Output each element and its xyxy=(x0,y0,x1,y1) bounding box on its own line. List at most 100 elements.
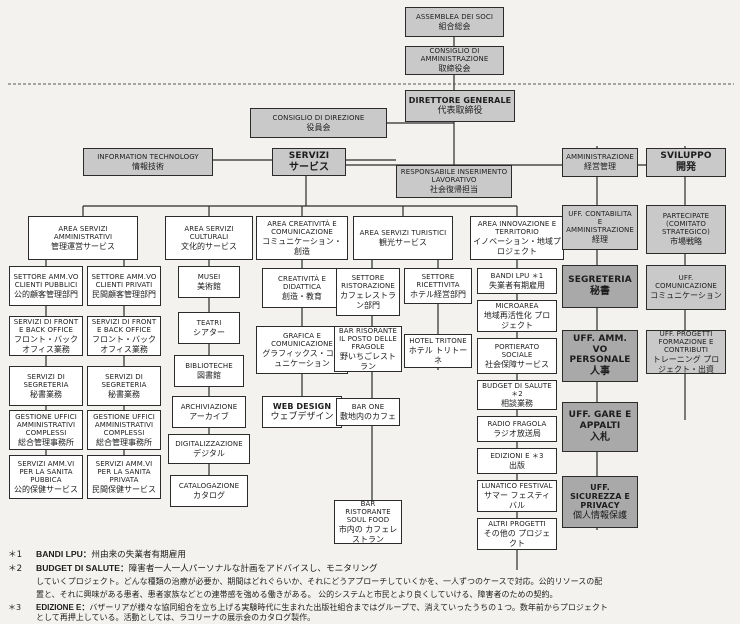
it-en: INFORMATION TECHNOLOGY xyxy=(97,152,199,161)
item-jp: 経理 xyxy=(592,235,608,245)
footnote-head: EDIZIONE E： xyxy=(36,603,90,612)
item-en: SERVIZI DI FRONT E BACK OFFICE xyxy=(13,318,79,335)
item-en: BUDGET DI SALUTE ＊2 xyxy=(482,381,552,398)
area-tur-box: AREA SERVIZI TURISTICI 観光サービス xyxy=(353,216,453,260)
item-en: BANDI LPU ＊1 xyxy=(490,271,544,280)
item-en: BIBLIOTECHE xyxy=(185,361,233,370)
item-en: UFF. PROGETTI FORMAZIONE E CONTRIBUTI xyxy=(658,330,714,355)
item-jp: 敷地内のカフェ xyxy=(340,411,396,421)
item-jp: サマー フェスティバル xyxy=(483,491,551,510)
item-en: SERVIZI DI FRONT E BACK OFFICE xyxy=(91,318,157,335)
area-amm-jp: 管理運営サービス xyxy=(51,241,115,251)
item-en: RADIO FRAGOLA xyxy=(487,419,547,428)
area-innov-box: AREA INNOVAZIONE E TERRITORIO イノベーション・地域… xyxy=(470,216,564,260)
item-jp: 創造・教育 xyxy=(282,291,322,301)
it-jp: 情報技術 xyxy=(132,161,164,171)
item-jp: 美術館 xyxy=(197,281,221,291)
item-en: BAR RISTORANTE SOUL FOOD xyxy=(345,500,391,525)
item-en: CATALOGAZIONE xyxy=(178,481,240,490)
direttore-en: DIRETTORE GENERALE xyxy=(408,95,512,105)
item-jp: 総合管理事務所 xyxy=(18,437,74,447)
item-jp: 市内の カフェレストラン xyxy=(338,525,398,544)
amministrazione-box: AMMINISTRAZIONE 経営管理 xyxy=(562,148,638,177)
consiglio-dir-en: CONSIGLIO DI DIREZIONE xyxy=(272,113,365,122)
item-en: ALTRI PROGETTI xyxy=(488,520,546,529)
item-jp: 民間顧客管理部門 xyxy=(92,289,156,299)
item-en: WEB DESIGN xyxy=(272,401,332,411)
item-en: SERVIZI AMM.VI PER LA SANITA PRIVATA xyxy=(95,459,153,484)
area-cult-box: AREA SERVIZI CULTURALI 文化的サービス xyxy=(165,216,253,260)
direttore-box: DIRETTORE GENERALE 代表取締役 xyxy=(405,90,515,122)
item-jp: ラジオ放送局 xyxy=(493,428,541,438)
item-jp: 市場戦略 xyxy=(670,237,702,247)
item-en: BAR ONE xyxy=(351,402,385,411)
item-jp: フロント・バック オフィス業務 xyxy=(92,335,156,354)
assemblea-box: ASSEMBLEA DEI SOCI 組合総会 xyxy=(405,7,504,37)
item-jp: 総合管理事務所 xyxy=(96,437,152,447)
area-creat-jp: コミュニケーション・創造 xyxy=(262,237,342,256)
item-jp: 個人情報保護 xyxy=(572,511,627,522)
item-jp: 秘書 xyxy=(590,286,610,298)
item-jp: デジタル xyxy=(193,448,225,458)
area-innov-en: AREA INNOVAZIONE E TERRITORIO xyxy=(477,220,557,237)
item-en: BAR RISORANTE IL POSTO DELLE FRAGOLE xyxy=(338,327,398,352)
item-jp: 失業者有期雇用 xyxy=(489,280,545,290)
item-en: SERVIZI AMM.VI PER LA SANITA PUBBICA xyxy=(17,459,75,484)
amministrazione-en: AMMINISTRAZIONE xyxy=(566,153,634,162)
footnote-mark: ＊2 xyxy=(8,564,23,574)
item-en: MUSEI xyxy=(197,272,221,281)
amm-right-item: GESTIONE UFFICI AMMINISTRATIVI COMPLESSI… xyxy=(87,410,161,450)
item-en: SETTORE AMM.VO CLIENTI PRIVATI xyxy=(91,272,157,289)
footnote-mark: ＊3 xyxy=(8,603,22,612)
item-en: GESTIONE UFFICI AMMINISTRATIVI COMPLESSI xyxy=(15,412,77,437)
responsabile-jp: 社会復帰担当 xyxy=(430,185,478,195)
sviluppo-jp: 開発 xyxy=(676,162,696,174)
assemblea-en: ASSEMBLEA DEI SOCI xyxy=(415,12,494,21)
item-en: PORTIERATO SOCIALE xyxy=(494,342,540,359)
item-jp: 人事 xyxy=(590,366,610,378)
item-en: SETTORE RICETTIVITA xyxy=(416,272,460,289)
item-en: SERVIZI DI SEGRETERIA xyxy=(101,372,147,389)
item-en: UFF. COMUNICAZIONE xyxy=(655,274,717,291)
footnote-head: BANDI LPU： xyxy=(36,549,92,559)
item-jp: 図書館 xyxy=(197,370,221,380)
item-en: UFF. SICUREZZA E PRIVACY xyxy=(570,482,630,510)
item-jp: 入札 xyxy=(590,432,610,444)
item-jp: カフェレストラン部門 xyxy=(340,291,396,310)
amministrazione-jp: 経営管理 xyxy=(584,162,616,172)
footnote-text: 置と、それに興味がある患者、患者家族などとの連帯感を強める働きがある。 公的シス… xyxy=(36,590,558,599)
item-jp: フロント・バック オフィス業務 xyxy=(14,335,78,354)
item-jp: グラフィックス・コミュニケーション xyxy=(262,349,342,368)
item-jp: 社会保障サービス xyxy=(485,359,549,369)
area-amm-box: AREA SERVIZI AMMINISTRATIVI 管理運営サービス xyxy=(28,216,138,260)
sviluppo-box: SVILUPPO 開発 xyxy=(646,148,726,177)
item-jp: 相談業務 xyxy=(501,398,533,408)
item-jp: 出版 xyxy=(509,460,525,470)
item-jp: アーカイブ xyxy=(189,411,229,421)
item-jp: 秘書業務 xyxy=(108,389,140,399)
servizi-en: SERVIZI xyxy=(288,150,330,161)
item-en: TEATRI xyxy=(196,318,222,327)
item-en: GRAFICA E COMUNICAZIONE xyxy=(271,332,333,349)
item-en: LUNATICO FESTIVAL xyxy=(481,482,553,491)
item-en: EDIZIONI E ＊3 xyxy=(490,451,544,460)
